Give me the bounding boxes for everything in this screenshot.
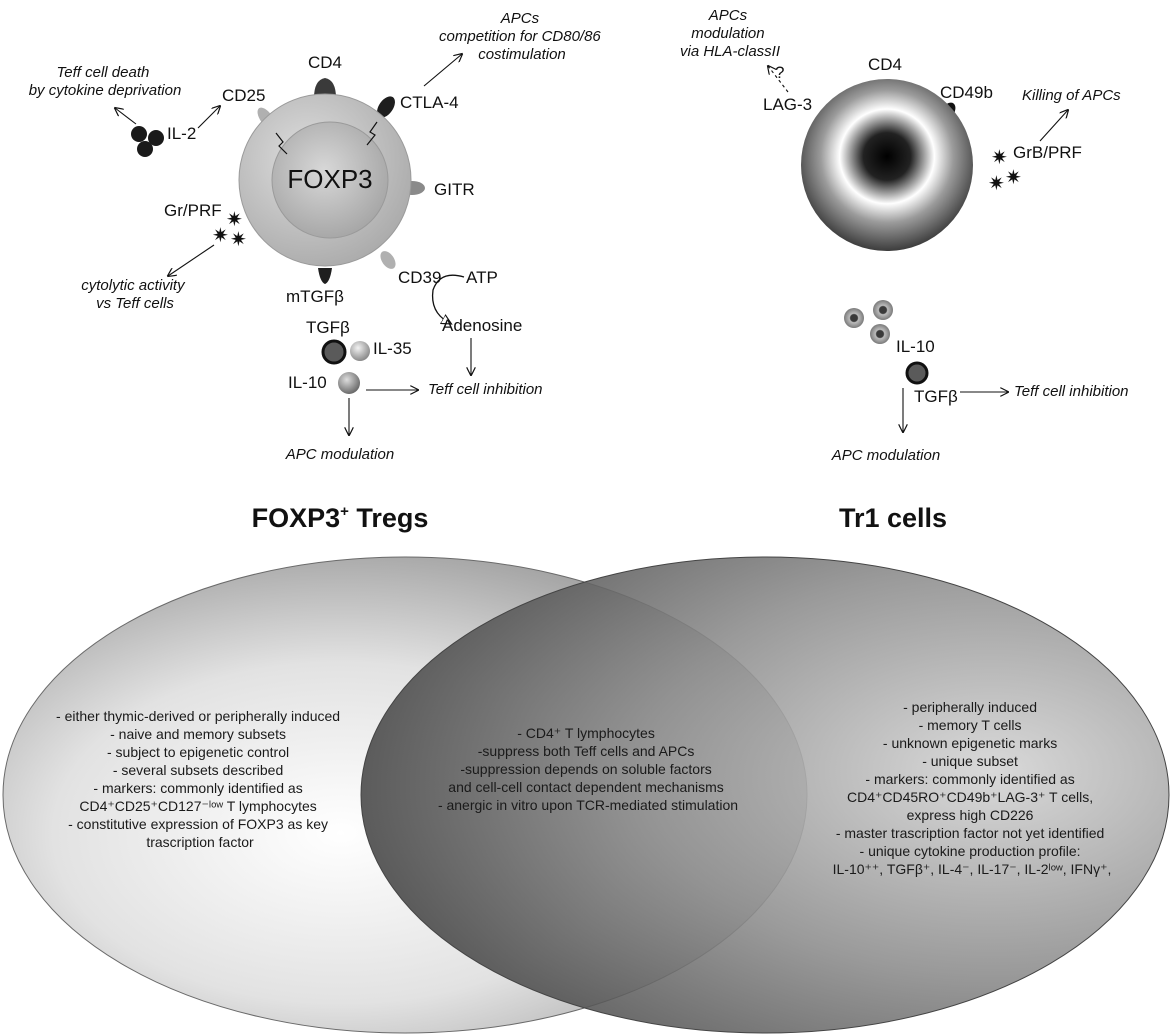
svg-text:✷: ✷: [988, 173, 1005, 195]
ctla4-to-apc-arrow: [423, 54, 462, 87]
ctla4-signal-zigzag: [366, 121, 378, 146]
lag3-label: LAG-3: [763, 95, 812, 114]
treg-teff-inhibition-text: Teff cell inhibition: [428, 381, 543, 398]
tr1-cd4-label: CD4: [868, 55, 902, 74]
mtgfb-label: mTGFβ: [286, 287, 344, 306]
ctla4-receptor-shape: [377, 96, 395, 118]
atp-label: ATP: [466, 268, 498, 287]
treg-cell-panel: FOXP3 CD25 CD4 CTLA-4 GITR CD39 mTGFβ IL…: [29, 10, 605, 533]
svg-text:✷: ✷: [230, 229, 247, 251]
grprf-granules: ✷ ✷ ✷: [212, 209, 247, 251]
grprf-label: Gr/PRF: [164, 201, 222, 220]
tgfb-molecule: [321, 339, 347, 365]
teff-death-text: Teff cell death by cytokine deprivation: [29, 64, 182, 99]
adenosine-label: Adenosine: [442, 316, 522, 335]
cd39-label: CD39: [398, 268, 441, 287]
svg-text:✷: ✷: [226, 209, 243, 231]
il2-to-death-arrow: [115, 108, 137, 125]
tr1-tgfb-molecule: [905, 361, 929, 385]
apc-modulation-hla-text: APCs modulation via HLA-classII: [680, 7, 780, 60]
grbprf-label: GrB/PRF: [1013, 143, 1082, 162]
ctla4-label: CTLA-4: [400, 93, 459, 112]
tr1-teff-inhibition-text: Teff cell inhibition: [1014, 383, 1129, 400]
apc-competition-text: APCs competition for CD80/86 costimulati…: [439, 10, 605, 63]
venn-diagram: - either thymic-derived or peripherally …: [2, 556, 1170, 1034]
cd4-label: CD4: [308, 53, 342, 72]
tr1-cell-body: [801, 79, 973, 251]
mtgfb-receptor-shape: [318, 268, 332, 284]
treg-apc-modulation-text: APC modulation: [285, 446, 394, 463]
grbprf-to-killing-arrow: [1039, 110, 1068, 142]
gitr-label: GITR: [434, 180, 475, 199]
svg-text:✷: ✷: [1005, 167, 1022, 189]
treg-title: FOXP3+ Tregs: [252, 503, 429, 533]
venn-tr1-text: - peripherally induced - memory T cells …: [833, 699, 1112, 877]
venn-tr1-ellipse: [360, 556, 1170, 1034]
tr1-cell-panel: CD4 CD49b LAG-3 ? APCs modulation via HL…: [680, 7, 1129, 533]
venn-treg-text: - either thymic-derived or peripherally …: [56, 708, 344, 850]
tr1-il10-molecules: [844, 300, 893, 344]
grprf-to-cytolytic-arrow: [168, 244, 215, 276]
il10-label: IL-10: [288, 373, 327, 392]
tr1-il10-label: IL-10: [896, 337, 935, 356]
grbprf-granules: ✷ ✷ ✷: [988, 147, 1022, 195]
atp-to-adenosine-arrow: [431, 274, 465, 322]
tr1-title: Tr1 cells: [839, 503, 947, 533]
tr1-tgfb-label: TGFβ: [914, 387, 958, 406]
tr1-apc-modulation-text: APC modulation: [831, 447, 940, 464]
venn-shared-text: - CD4⁺ T lymphocytes -suppress both Teff…: [438, 725, 738, 813]
svg-text:✷: ✷: [212, 225, 229, 247]
il2-label: IL-2: [167, 124, 196, 143]
treg-nucleus-label: FOXP3: [287, 164, 372, 194]
cd25-signal-zigzag: [275, 132, 288, 155]
il35-label: IL-35: [373, 339, 412, 358]
cytolytic-text: cytolytic activity vs Teff cells: [81, 277, 189, 312]
il2-molecules: [131, 126, 164, 157]
il2-to-cd25-arrow: [197, 106, 220, 129]
tgfb-label: TGFβ: [306, 318, 350, 337]
il10-molecule: [338, 372, 360, 394]
cd39-receptor-shape: [380, 251, 396, 269]
il35-molecule: [350, 341, 370, 361]
cd4-receptor-shape: [314, 78, 336, 98]
cd25-label: CD25: [222, 86, 265, 105]
killing-apcs-text: Killing of APCs: [1022, 87, 1121, 104]
cd49b-label: CD49b: [940, 83, 993, 102]
treg-nucleus: [271, 121, 389, 239]
question-mark: ?: [775, 63, 784, 82]
svg-text:✷: ✷: [991, 147, 1008, 169]
